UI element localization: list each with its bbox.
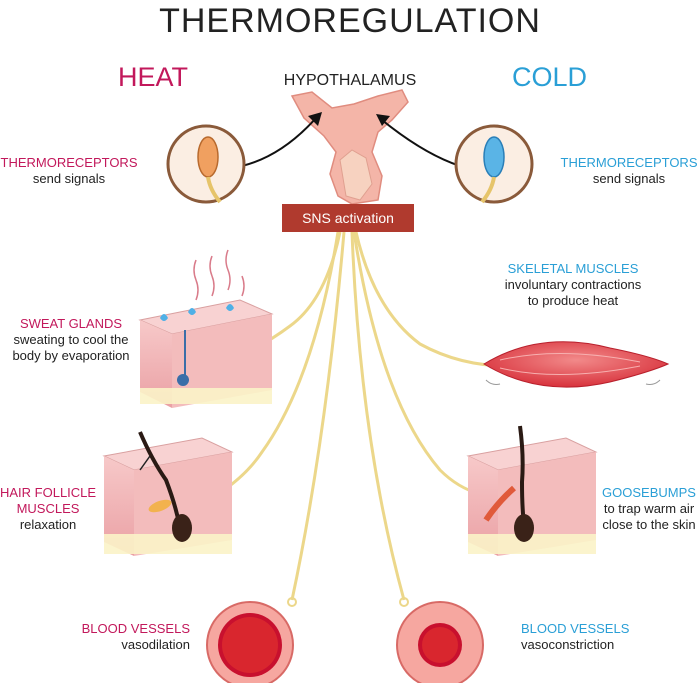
skeletal-muscle-illustration — [483, 341, 670, 388]
sweat-glands-illustration — [138, 249, 274, 408]
page-title: THERMOREGULATION — [159, 2, 541, 40]
hair-follicle-illustration — [102, 431, 234, 556]
vasoconstriction-label: vasoconstriction — [521, 637, 615, 652]
nerve-pathways — [187, 231, 509, 601]
heat-signal-arrow — [241, 117, 317, 167]
heat-thermoreceptor-icon — [166, 124, 246, 204]
heat-arrowhead — [308, 112, 322, 126]
goosebumps-title: GOOSEBUMPS — [602, 485, 696, 500]
left-thermoreceptors-desc: send signals — [32, 171, 106, 186]
heat-heading: HEAT — [118, 62, 189, 92]
sweat-glands-title: SWEAT GLANDS — [19, 316, 123, 331]
cold-arrowhead — [376, 114, 390, 126]
goosebumps-desc-2: close to the skin — [602, 517, 696, 532]
vasodilation-label: vasodilation — [121, 637, 190, 652]
hypothalamus-shape — [290, 89, 409, 205]
goosebumps-illustration — [466, 425, 598, 556]
left-thermoreceptors-title: THERMORECEPTORS — [0, 155, 138, 170]
sns-activation-label: SNS activation — [282, 204, 414, 232]
skeletal-muscles-desc-1: involuntary contractions — [504, 277, 642, 292]
right-blood-vessels-title: BLOOD VESSELS — [521, 621, 630, 636]
right-thermoreceptors-desc: send signals — [592, 171, 666, 186]
cold-signal-arrow — [381, 119, 461, 167]
sweat-glands-desc-1: sweating to cool the — [13, 332, 129, 347]
hair-follicle-desc: relaxation — [19, 517, 77, 532]
cold-thermoreceptor-icon — [454, 124, 534, 204]
goosebumps-desc-1: to trap warm air — [603, 501, 695, 516]
skeletal-muscles-desc-2: to produce heat — [527, 293, 619, 308]
left-blood-vessels-title: BLOOD VESSELS — [81, 621, 190, 636]
cold-heading: COLD — [512, 62, 588, 92]
vasodilation-vessel — [206, 601, 294, 683]
vasoconstriction-vessel — [396, 601, 484, 683]
hypothalamus-label: HYPOTHALAMUS — [283, 72, 417, 89]
hair-follicle-title-1: HAIR FOLLICLE — [0, 485, 97, 500]
sweat-glands-desc-2: body by evaporation — [12, 348, 130, 363]
skeletal-muscles-title: SKELETAL MUSCLES — [507, 261, 639, 276]
hair-follicle-title-2: MUSCLES — [16, 501, 80, 516]
right-thermoreceptors-title: THERMORECEPTORS — [560, 155, 698, 170]
